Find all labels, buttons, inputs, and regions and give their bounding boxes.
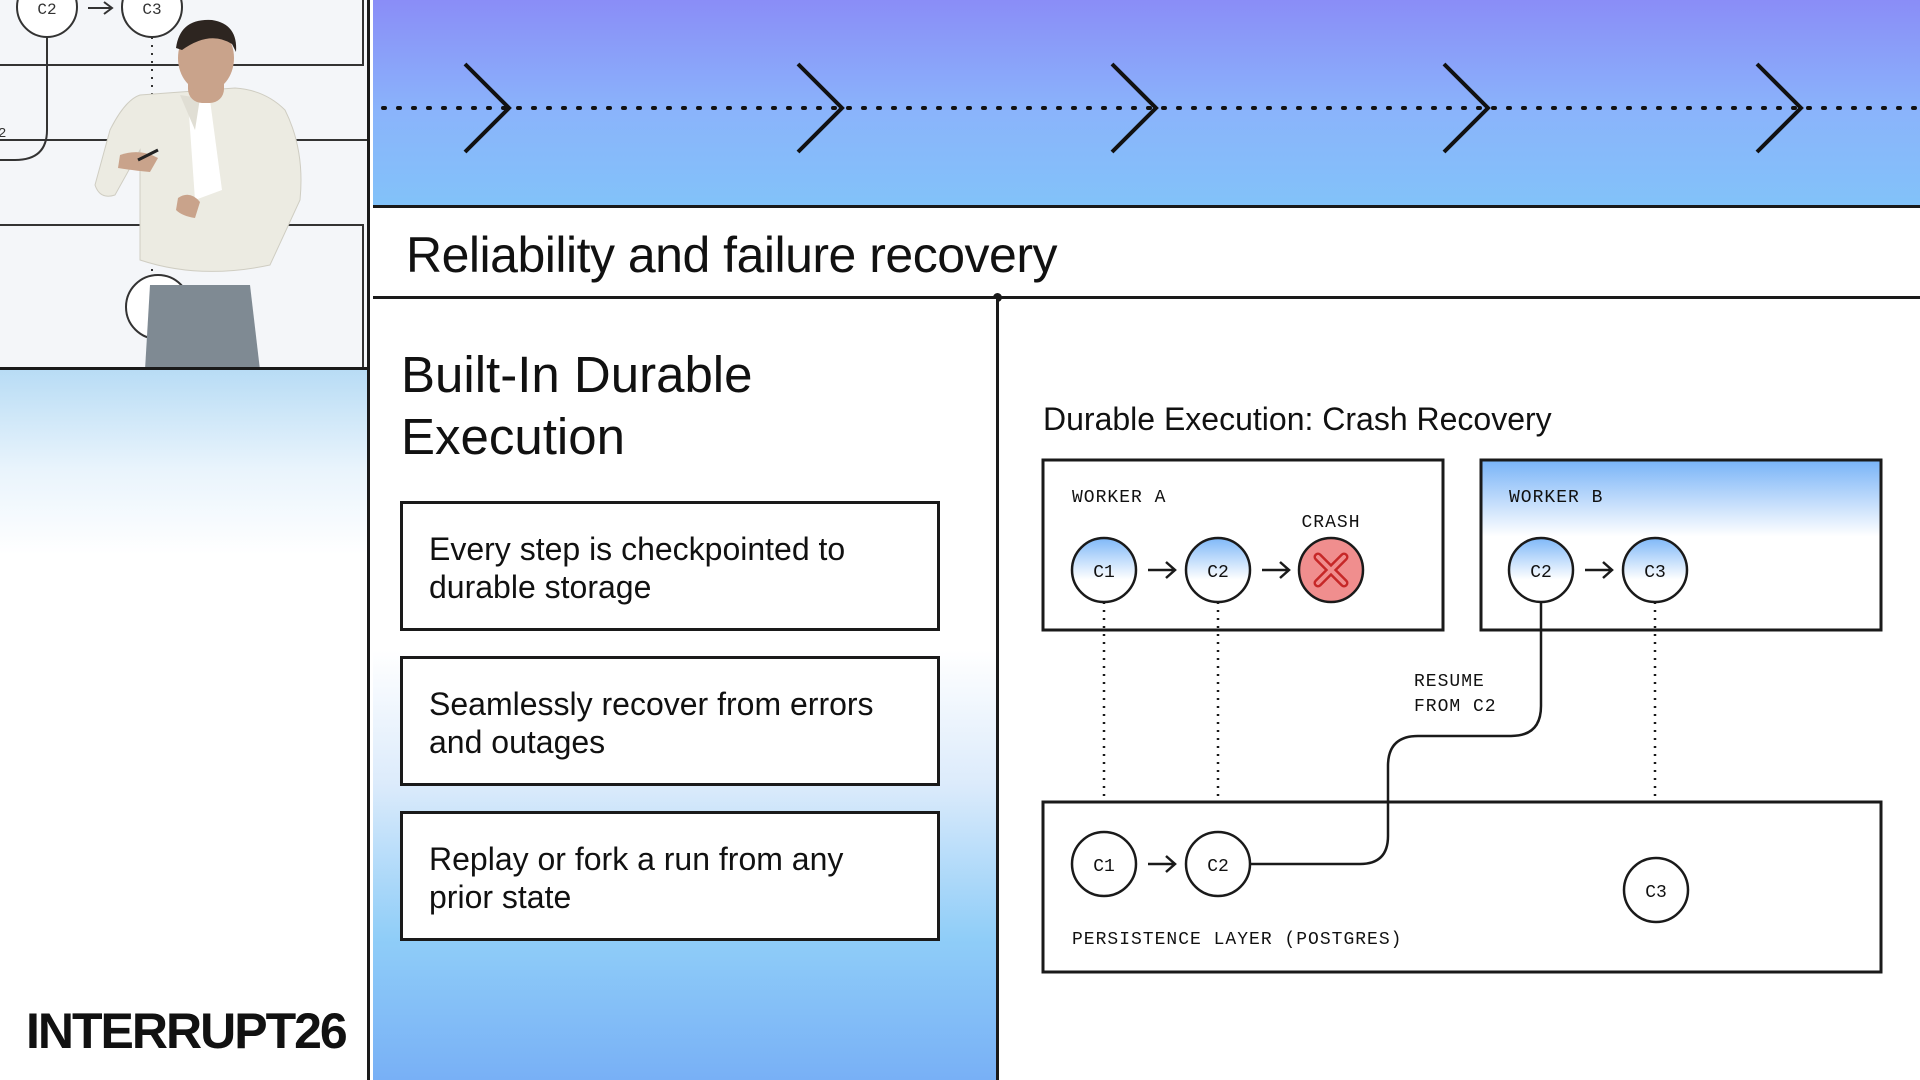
- chevron-right-icon: [1110, 62, 1159, 154]
- worker-b-node-c3-label: C3: [1644, 563, 1666, 583]
- event-logo: INTERRUPT26: [26, 1003, 348, 1059]
- resume-label-line2: FROM C2: [1414, 697, 1497, 717]
- arrow-right-icon: [1148, 855, 1177, 873]
- feature-card-replay: Replay or fork a run from any prior stat…: [400, 811, 940, 941]
- feature-card-checkpointing: Every step is checkpointed to durable st…: [400, 501, 940, 631]
- persistence-layer-box: [1041, 800, 1883, 974]
- chevron-right-icon: [1442, 62, 1491, 154]
- crash-label: CRASH: [1301, 513, 1360, 533]
- bg-slide-frame-top: [0, 0, 364, 66]
- bg-fragment-label: 2: [0, 126, 6, 142]
- chevron-right-icon: [796, 62, 845, 154]
- persistence-node-c2: [1184, 830, 1252, 898]
- worker-a-node-c1-label: C1: [1093, 563, 1115, 583]
- arrow-right-icon: [1262, 561, 1291, 579]
- title-divider: [373, 296, 1920, 299]
- worker-b-node-c2-label: C2: [1530, 563, 1552, 583]
- bg-arrow: [88, 1, 114, 15]
- bg-connector: [0, 37, 48, 161]
- feature-card-recovery: Seamlessly recover from errors and outag…: [400, 656, 940, 786]
- divider-junction-dot: [993, 293, 1002, 302]
- chevron-row: [381, 62, 1920, 154]
- crash-recovery-diagram: WORKER A CRASH C1 C2 WORKER B C2 C3 RESU…: [1041, 458, 1883, 974]
- speaker-video-scene: C2 C3 2: [0, 0, 367, 367]
- arrow-right-icon: [1148, 561, 1177, 579]
- worker-a-node-c2-label: C2: [1207, 563, 1229, 583]
- bg-node-c2-label: C2: [37, 1, 56, 19]
- diagram-title: Durable Execution: Crash Recovery: [1043, 401, 1552, 437]
- chevron-right-icon: [1755, 62, 1804, 154]
- left-backdrop: [0, 370, 370, 1080]
- chevron-right-icon: [463, 62, 512, 154]
- column-divider: [996, 298, 999, 1080]
- resume-label-line1: RESUME: [1414, 672, 1485, 692]
- worker-a-label: WORKER A: [1072, 488, 1166, 508]
- speaker-figure: [94, 19, 302, 367]
- persistence-node-c1-label: C1: [1093, 857, 1115, 877]
- arrow-right-icon: [1585, 561, 1614, 579]
- section-heading: Built-In Durable Execution: [401, 346, 753, 465]
- persistence-layer-label: PERSISTENCE LAYER (POSTGRES): [1072, 930, 1402, 950]
- slide-title: Reliability and failure recovery: [406, 227, 1057, 283]
- persistence-node-c3: [1622, 856, 1690, 924]
- crash-x-icon: [1313, 552, 1349, 588]
- speaker-video: C2 C3 2: [0, 0, 370, 370]
- slide-banner: [373, 0, 1920, 208]
- persistence-node-c1: [1070, 830, 1138, 898]
- persistence-node-c2-label: C2: [1207, 857, 1229, 877]
- worker-b-label: WORKER B: [1509, 488, 1603, 508]
- resume-connector: [1250, 602, 1543, 866]
- bg-node-c3-label: C3: [142, 1, 161, 19]
- persistence-node-c3-label: C3: [1645, 883, 1667, 903]
